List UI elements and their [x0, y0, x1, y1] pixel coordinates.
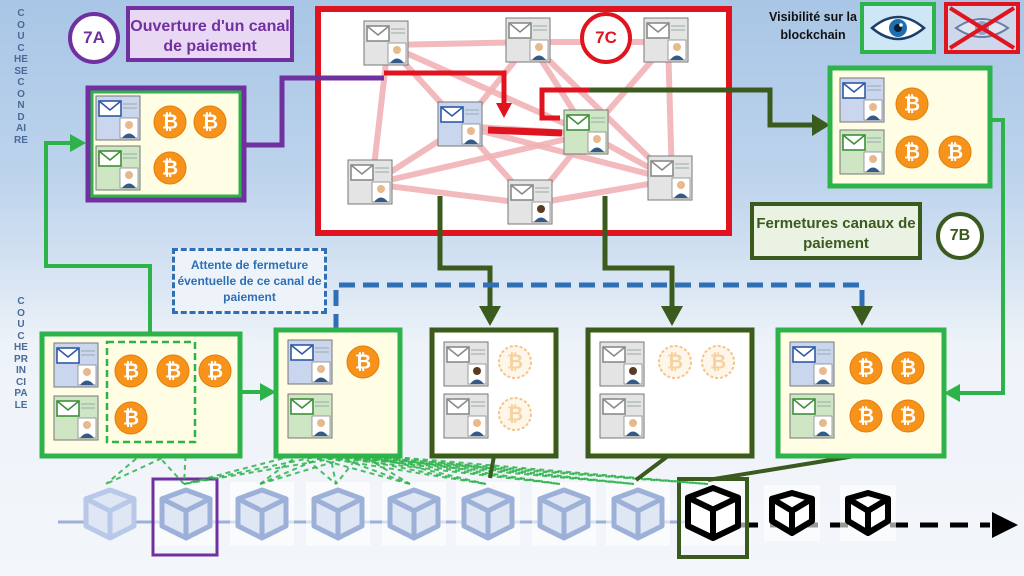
svg-text:₿: ₿	[667, 350, 683, 374]
svg-text:₿: ₿	[858, 404, 874, 428]
wallet-icon	[437, 101, 483, 147]
wallet-icon	[599, 341, 645, 387]
waiting-arrowhead	[851, 306, 873, 326]
closing-label: Fermetures canaux de paiement	[750, 202, 922, 260]
wallet-icon	[839, 77, 885, 123]
block-cube-icon	[306, 482, 370, 546]
block-cube-icon	[154, 482, 218, 546]
block-cube-icon	[680, 480, 746, 546]
wallet-icon	[443, 341, 489, 387]
wallet-icon	[95, 95, 141, 141]
wallet-icon	[507, 179, 553, 225]
network-nodes	[347, 17, 693, 225]
svg-text:₿: ₿	[165, 359, 181, 383]
wallet-icon	[95, 145, 141, 191]
opening-block-highlight	[151, 477, 219, 557]
svg-text:₿: ₿	[202, 110, 218, 134]
route-link-red	[487, 126, 563, 137]
opening-connector	[244, 75, 384, 148]
badge-7c: 7C	[580, 12, 632, 64]
block-cube-icon	[382, 482, 446, 546]
svg-text:₿: ₿	[904, 140, 920, 164]
bitcoin-icon: ₿	[895, 87, 929, 121]
waiting-connector	[333, 282, 865, 330]
bitcoin-icon: ₿	[153, 151, 187, 185]
bitcoin-icon: ₿	[891, 351, 925, 385]
wallet-icon	[443, 393, 489, 439]
bitcoin-icon: ₿	[193, 105, 227, 139]
svg-text:₿: ₿	[710, 350, 726, 374]
block-cube-icon	[764, 485, 820, 541]
wallet-icon	[53, 342, 99, 388]
bitcoin-icon: ₿	[849, 399, 883, 433]
svg-text:₿: ₿	[123, 359, 139, 383]
wallet-icon	[287, 339, 333, 385]
primary-layer-label: COUCHE PRINCIPALE	[14, 296, 31, 411]
funding-links	[105, 446, 709, 485]
timeline-arrowhead	[992, 512, 1018, 538]
wallet-icon	[643, 17, 689, 63]
wallet-icon	[363, 20, 409, 66]
channel-boxes: ₿ ₿ ₿ ₿ ₿ ₿ ₿ ₿ ₿ ₿ ₿ ₿ ₿ ₿ ₿ ₿ ₿ ₿ ₿	[39, 65, 993, 459]
svg-text:₿: ₿	[904, 92, 920, 116]
svg-text:₿: ₿	[900, 404, 916, 428]
bitcoin-icon: ₿	[849, 351, 883, 385]
crossed-eye-icon	[944, 2, 1020, 54]
wallet-icon	[287, 393, 333, 439]
block-cube-icon	[230, 482, 294, 546]
svg-text:₿: ₿	[900, 356, 916, 380]
svg-text:₿: ₿	[162, 110, 178, 134]
bitcoin-icon: ₿	[498, 345, 532, 379]
svg-text:₿: ₿	[207, 359, 223, 383]
route-arrowhead-red	[496, 103, 512, 118]
bitcoin-icon: ₿	[114, 401, 148, 435]
wallet-icon	[347, 159, 393, 205]
wallet-icon	[789, 341, 835, 387]
svg-text:₿: ₿	[947, 140, 963, 164]
bitcoin-icon: ₿	[346, 345, 380, 379]
wallet-icon	[599, 393, 645, 439]
svg-text:₿: ₿	[162, 156, 178, 180]
wallet-icon	[53, 395, 99, 441]
badge-7a: 7A	[68, 12, 120, 64]
bitcoin-icon: ₿	[938, 135, 972, 169]
block-cube-icon	[456, 482, 520, 546]
block-cube-icon	[840, 485, 896, 541]
green-connectors	[44, 118, 1005, 402]
svg-text:₿: ₿	[355, 350, 371, 374]
bitcoin-icon: ₿	[701, 345, 735, 379]
bitcoin-icon: ₿	[153, 105, 187, 139]
wallet-icon	[563, 109, 609, 155]
bitcoin-icon: ₿	[114, 354, 148, 388]
wallet-icon	[647, 155, 693, 201]
secondary-layer-label: COUCHE SECONDAIRE	[14, 8, 31, 146]
bitcoin-icon: ₿	[156, 354, 190, 388]
eye-icon	[860, 2, 936, 54]
wallet-icon	[505, 17, 551, 63]
waiting-label: Attente de fermeture éventuelle de ce ca…	[172, 248, 327, 314]
wallet-icon	[839, 129, 885, 175]
badge-7b: 7B	[936, 212, 984, 260]
block-row	[83, 477, 896, 559]
bitcoin-icon: ₿	[891, 399, 925, 433]
wallet-icon	[789, 393, 835, 439]
bitcoin-icon: ₿	[895, 135, 929, 169]
opening-label: Ouverture d'un canal de paiement	[126, 6, 294, 62]
svg-text:₿: ₿	[507, 402, 523, 426]
svg-text:₿: ₿	[858, 356, 874, 380]
visibility-label: Visibilité sur la blockchain	[768, 10, 857, 42]
bitcoin-icon: ₿	[658, 345, 692, 379]
block-cube-icon	[83, 487, 137, 541]
block-cube-icon	[606, 482, 670, 546]
route-arrow-red	[384, 70, 507, 105]
block-cube-icon	[532, 482, 596, 546]
bitcoin-icon: ₿	[498, 397, 532, 431]
closing-connectors	[437, 87, 856, 482]
svg-text:₿: ₿	[507, 350, 523, 374]
funding-selection	[105, 340, 197, 444]
svg-text:₿: ₿	[123, 406, 139, 430]
bitcoin-icon: ₿	[198, 354, 232, 388]
